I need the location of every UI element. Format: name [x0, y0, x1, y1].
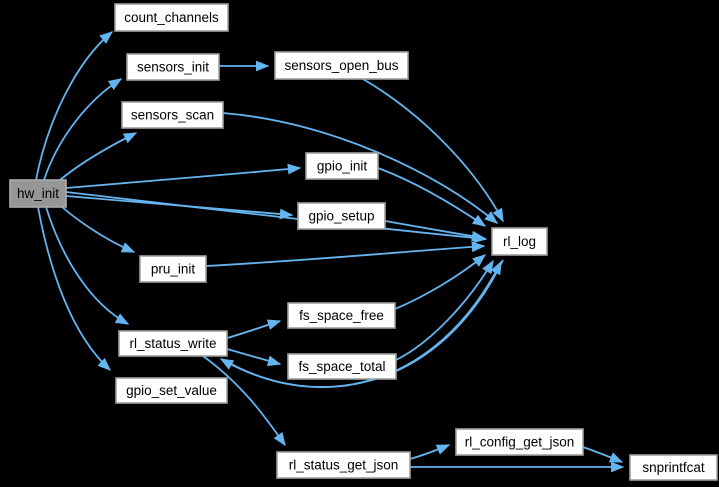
node-pru_init[interactable]: pru_init: [139, 255, 207, 283]
node-box-rl_config_get_json[interactable]: [455, 428, 584, 456]
node-gpio_setup[interactable]: gpio_setup: [297, 202, 386, 230]
node-box-pru_init[interactable]: [139, 255, 207, 283]
node-box-gpio_init[interactable]: [305, 152, 379, 180]
node-box-rl_status_get_json[interactable]: [276, 451, 411, 479]
node-label-sensors_init: sensors_init: [137, 60, 209, 75]
node-box-count_channels[interactable]: [114, 3, 229, 32]
node-label-gpio_init: gpio_init: [317, 159, 368, 174]
edge-sensors_open_bus-to-rl_log: [362, 78, 504, 223]
node-box-snprintfcat[interactable]: [629, 454, 718, 481]
node-label-count_channels: count_channels: [124, 10, 219, 25]
node-hw_init[interactable]: hw_init: [9, 179, 67, 208]
node-box-hw_init[interactable]: [9, 179, 67, 208]
node-box-rl_log[interactable]: [491, 227, 548, 256]
node-label-rl_status_get_json: rl_status_get_json: [289, 458, 399, 473]
node-box-gpio_set_value[interactable]: [115, 377, 228, 404]
edge-hw_init-to-gpio_init: [65, 163, 302, 189]
node-box-sensors_init[interactable]: [126, 53, 220, 81]
edge-gpio_init-to-rl_log: [377, 167, 487, 227]
node-box-sensors_scan[interactable]: [121, 101, 224, 129]
node-label-rl_log: rl_log: [503, 234, 536, 249]
node-label-rl_status_write: rl_status_write: [129, 336, 216, 351]
node-sensors_scan[interactable]: sensors_scan: [121, 101, 224, 129]
node-label-fs_space_total: fs_space_total: [298, 359, 385, 374]
node-rl_config_get_json[interactable]: rl_config_get_json: [455, 428, 584, 456]
node-label-fs_space_free: fs_space_free: [299, 308, 384, 323]
edge-hw_init-to-count_channels: [35, 31, 114, 181]
node-sensors_open_bus[interactable]: sensors_open_bus: [274, 51, 409, 80]
node-box-gpio_setup[interactable]: [297, 202, 386, 230]
node-label-hw_init: hw_init: [17, 186, 59, 201]
edge-hw_init-to-sensors_scan: [59, 132, 138, 181]
node-box-fs_space_free[interactable]: [287, 302, 396, 329]
node-box-fs_space_total[interactable]: [287, 353, 397, 380]
node-box-rl_status_write[interactable]: [118, 330, 228, 357]
node-rl_status_write[interactable]: rl_status_write: [118, 330, 228, 357]
node-label-pru_init: pru_init: [151, 262, 196, 277]
edge-hw_init-to-sensors_init: [43, 78, 123, 181]
edge-hw_init-to-rl_status_write: [45, 206, 130, 325]
node-gpio_set_value[interactable]: gpio_set_value: [115, 377, 228, 404]
node-label-rl_config_get_json: rl_config_get_json: [465, 435, 575, 450]
node-count_channels[interactable]: count_channels: [114, 3, 229, 32]
node-label-snprintfcat: snprintfcat: [642, 460, 705, 475]
edge-rl_status_get_json-to-rl_config_get_json: [409, 444, 451, 460]
node-rl_status_get_json[interactable]: rl_status_get_json: [276, 451, 411, 479]
node-fs_space_total[interactable]: fs_space_total: [287, 353, 397, 380]
node-sensors_init[interactable]: sensors_init: [126, 53, 220, 81]
node-box-sensors_open_bus[interactable]: [274, 51, 409, 80]
edge-fs_space_total-to-rl_log: [395, 259, 494, 361]
edge-rl_config_get_json-to-snprintfcat: [582, 446, 624, 463]
edge-rl_status_write-to-fs_space_free: [226, 319, 282, 339]
node-rl_log[interactable]: rl_log: [491, 227, 548, 256]
node-snprintfcat[interactable]: snprintfcat: [629, 454, 718, 481]
node-label-gpio_set_value: gpio_set_value: [126, 383, 217, 398]
edge-hw_init-to-gpio_set_value: [37, 206, 111, 371]
node-label-sensors_scan: sensors_scan: [131, 108, 214, 123]
edge-hw_init-to-pru_init: [61, 206, 136, 253]
edge-rl_status_write-to-fs_space_total: [226, 348, 282, 367]
edge-rl_status_write-to-rl_status_get_json: [202, 355, 286, 447]
edge-hw_init-to-rl_log: [65, 191, 488, 244]
node-label-sensors_open_bus: sensors_open_bus: [284, 58, 398, 73]
edge-gpio_setup-to-rl_log: [384, 220, 486, 242]
node-fs_space_free[interactable]: fs_space_free: [287, 302, 396, 329]
edge-pru_init-to-rl_log: [205, 241, 486, 267]
edge-fs_space_free-to-rl_log: [394, 254, 487, 310]
node-label-gpio_setup: gpio_setup: [308, 209, 374, 224]
node-gpio_init[interactable]: gpio_init: [305, 152, 379, 180]
